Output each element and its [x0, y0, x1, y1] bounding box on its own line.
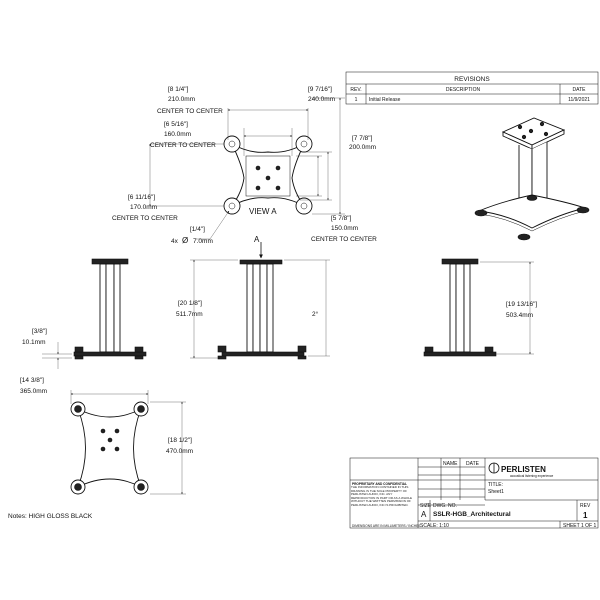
dim-f-note: CENTER TO CENTER	[311, 236, 377, 243]
screw-hole	[255, 165, 261, 171]
hole-inch: [1/4"]	[190, 226, 205, 233]
revision-number: 1	[355, 97, 358, 103]
base-view: [14 3/8"] 365.0mm [18 1/2"] 470.0mm	[20, 377, 193, 495]
mount-hole	[300, 140, 308, 148]
proprietary-body: THE INFORMATION CONTAINED IN THIS DRAWIN…	[351, 486, 413, 507]
view-marker: A	[254, 235, 260, 244]
foot-inch: [3/8"]	[32, 328, 47, 335]
left-side-view: [3/8"] 10.1mm	[22, 258, 147, 369]
description-col-header: DESCRIPTION	[446, 87, 481, 93]
base-depth-inch: [18 1/2"]	[168, 437, 192, 444]
dim-f-inch: [5 7/8"]	[331, 215, 352, 222]
rev-label: REV	[580, 503, 591, 509]
diameter-symbol: Ø	[182, 236, 188, 245]
rev-value: 1	[583, 511, 588, 520]
foot-pad	[137, 405, 145, 413]
top-plate-outline	[230, 142, 306, 207]
company-logo: PERLISTEN acoustical listening experienc…	[488, 462, 553, 478]
dim-d-inch: [7 7/8"]	[352, 135, 373, 142]
iso-top-plate	[501, 117, 566, 146]
dim-c-inch: [9 7/16"]	[308, 86, 332, 93]
title-label: TITLE:	[488, 482, 503, 488]
right-side-view: [19 13/16"] 503.4mm	[423, 258, 537, 357]
dim-b-note: CENTER TO CENTER	[150, 142, 216, 149]
proprietary-title: PROPRIETARY AND CONFIDENTIAL	[352, 482, 407, 486]
dwg-no-label: DWG. NO.	[433, 503, 457, 509]
date-col-header: DATE	[466, 461, 480, 467]
unit-note: DIMENSIONS ARE IN MILLIMETERS / INCHES	[352, 524, 420, 528]
title-block: NAME DATE PERLISTEN acoustical listening…	[349, 457, 599, 529]
right-base	[423, 351, 497, 357]
front-height-mm: 511.7mm	[176, 311, 203, 318]
left-top-plate	[91, 258, 129, 265]
front-height-inch: [20 1/8"]	[178, 300, 202, 307]
revisions-title: REVISIONS	[454, 76, 490, 83]
column-footprint	[245, 155, 291, 197]
mount-hole	[300, 202, 308, 210]
corner-lobe	[295, 135, 313, 153]
base-plate-outline	[77, 408, 142, 488]
sheet-label: SHEET 1 OF 1	[563, 523, 596, 529]
rev-col-header: REV.	[350, 87, 361, 93]
angle-label: 2°	[312, 310, 319, 318]
size-value: A	[421, 510, 427, 519]
base-width-inch: [14 3/8"]	[20, 377, 44, 384]
front-base	[221, 351, 305, 357]
dim-f-mm: 150.0mm	[331, 225, 358, 232]
foot-mm: 10.1mm	[22, 339, 45, 346]
dim-b-mm: 160.0mm	[164, 131, 191, 138]
title-value: Sheet1	[488, 489, 504, 495]
corner-lobe	[223, 197, 241, 215]
mount-hole	[228, 140, 236, 148]
revision-description: Initial Release	[369, 97, 401, 103]
date-col-header: DATE	[573, 87, 587, 93]
mount-hole	[228, 202, 236, 210]
dim-d-mm: 200.0mm	[349, 144, 376, 151]
front-view: A [20 1/8"] 511.7mm 2°	[176, 235, 330, 360]
right-top-plate	[441, 258, 479, 265]
view-a-label: VIEW A	[249, 207, 277, 216]
revisions-table: REVISIONS REV. DESCRIPTION DATE 1 Initia…	[345, 71, 599, 105]
top-view: [8 1/4"] 210.0mm CENTER TO CENTER [6 5/1…	[112, 86, 377, 245]
hole-mm: 7.0mm	[193, 238, 213, 245]
scale-label: SCALE: 1:10	[420, 523, 449, 529]
front-top-plate	[239, 259, 283, 265]
screw-hole	[275, 185, 281, 191]
right-height-mm: 503.4mm	[506, 312, 533, 319]
dim-a-inch: [8 1/4"]	[168, 86, 189, 93]
screw-hole	[255, 185, 261, 191]
isometric-view	[474, 117, 590, 241]
dim-b-inch: [6 5/16"]	[164, 121, 188, 128]
foot-pad	[74, 483, 82, 491]
dim-a-mm: 210.0mm	[168, 96, 195, 103]
corner-lobe	[295, 197, 313, 215]
base-width-mm: 365.0mm	[20, 388, 47, 395]
left-base	[73, 351, 147, 357]
screw-hole	[275, 165, 281, 171]
corner-lobe	[223, 135, 241, 153]
dim-c-mm: 240.0mm	[308, 96, 335, 103]
notes: Notes: HIGH GLOSS BLACK	[8, 513, 93, 520]
size-label: SIZE	[420, 503, 432, 509]
hole-qty: 4x	[171, 238, 179, 245]
dim-e-inch: [6 11/16"]	[128, 194, 155, 201]
name-col-header: NAME	[443, 461, 458, 467]
dim-a-note: CENTER TO CENTER	[157, 108, 223, 115]
dim-e-mm: 170.0mm	[130, 204, 157, 211]
right-height-inch: [19 13/16"]	[506, 301, 537, 308]
foot-pad	[74, 405, 82, 413]
logo-subtitle: acoustical listening experience	[510, 474, 553, 478]
dim-e-note: CENTER TO CENTER	[112, 215, 178, 222]
logo-text: PERLISTEN	[501, 465, 546, 474]
revision-date: 11/9/2021	[568, 97, 590, 103]
screw-hole	[265, 175, 271, 181]
dwg-no-value: SSLR-HGB_Architectural	[433, 511, 511, 518]
base-depth-mm: 470.0mm	[166, 448, 193, 455]
foot-pad	[137, 483, 145, 491]
